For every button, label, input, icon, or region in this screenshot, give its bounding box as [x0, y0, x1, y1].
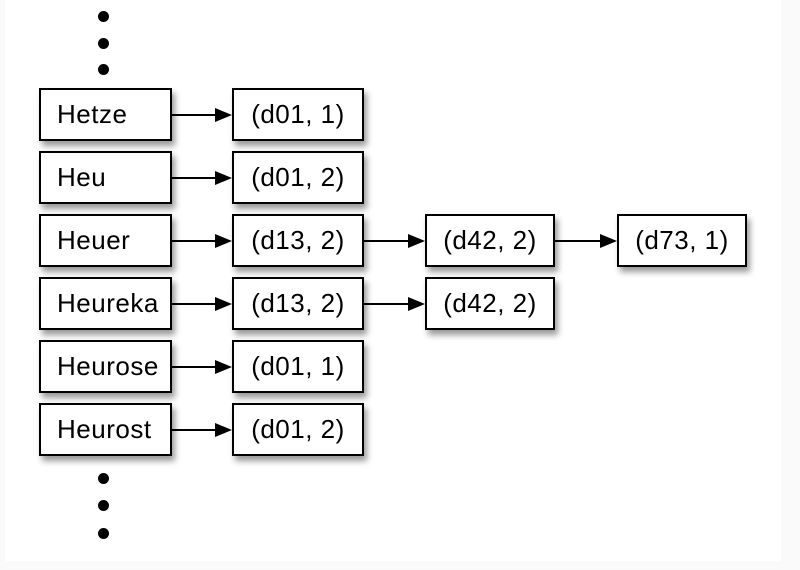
posting-box: (d42, 2) — [425, 214, 555, 267]
arrow-shaft — [172, 177, 219, 179]
ellipsis-dot-icon — [98, 11, 109, 22]
arrow-shaft — [172, 240, 219, 242]
posting-box: (d01, 1) — [232, 88, 364, 141]
arrow-right — [172, 297, 232, 311]
arrow-right — [555, 234, 617, 248]
arrow-head-icon — [215, 360, 232, 374]
arrow-shaft — [172, 303, 219, 305]
term-box-heurose: Heurose — [39, 340, 172, 393]
arrow-right — [172, 171, 232, 185]
posting-box: (d01, 2) — [232, 403, 364, 456]
ellipsis-dot-icon — [98, 473, 109, 484]
ellipsis-dot-icon — [98, 500, 109, 511]
posting-box: (d73, 1) — [617, 214, 747, 267]
arrow-head-icon — [600, 234, 617, 248]
arrow-shaft — [172, 366, 219, 368]
posting-box: (d01, 2) — [232, 151, 364, 204]
term-box-heurost: Heurost — [39, 403, 172, 456]
arrow-head-icon — [215, 423, 232, 437]
arrow-right — [172, 234, 232, 248]
arrow-right — [364, 297, 425, 311]
arrow-shaft — [172, 114, 219, 116]
ellipsis-dot-icon — [98, 64, 109, 75]
arrow-head-icon — [408, 234, 425, 248]
arrow-head-icon — [215, 234, 232, 248]
arrow-right — [172, 423, 232, 437]
arrow-right — [172, 108, 232, 122]
arrow-head-icon — [215, 108, 232, 122]
arrow-right — [364, 234, 425, 248]
arrow-shaft — [364, 240, 412, 242]
arrow-head-icon — [215, 171, 232, 185]
posting-box: (d42, 2) — [425, 277, 555, 330]
arrow-right — [172, 360, 232, 374]
arrow-shaft — [172, 429, 219, 431]
term-box-hetze: Hetze — [39, 88, 172, 141]
arrow-head-icon — [408, 297, 425, 311]
term-box-heureka: Heureka — [39, 277, 172, 330]
ellipsis-dot-icon — [98, 38, 109, 49]
posting-box: (d01, 1) — [232, 340, 364, 393]
posting-box: (d13, 2) — [232, 277, 364, 330]
term-box-heuer: Heuer — [39, 214, 172, 267]
arrow-head-icon — [215, 297, 232, 311]
ellipsis-dot-icon — [98, 528, 109, 539]
arrow-shaft — [555, 240, 604, 242]
term-box-heu: Heu — [39, 151, 172, 204]
posting-box: (d13, 2) — [232, 214, 364, 267]
arrow-shaft — [364, 303, 412, 305]
